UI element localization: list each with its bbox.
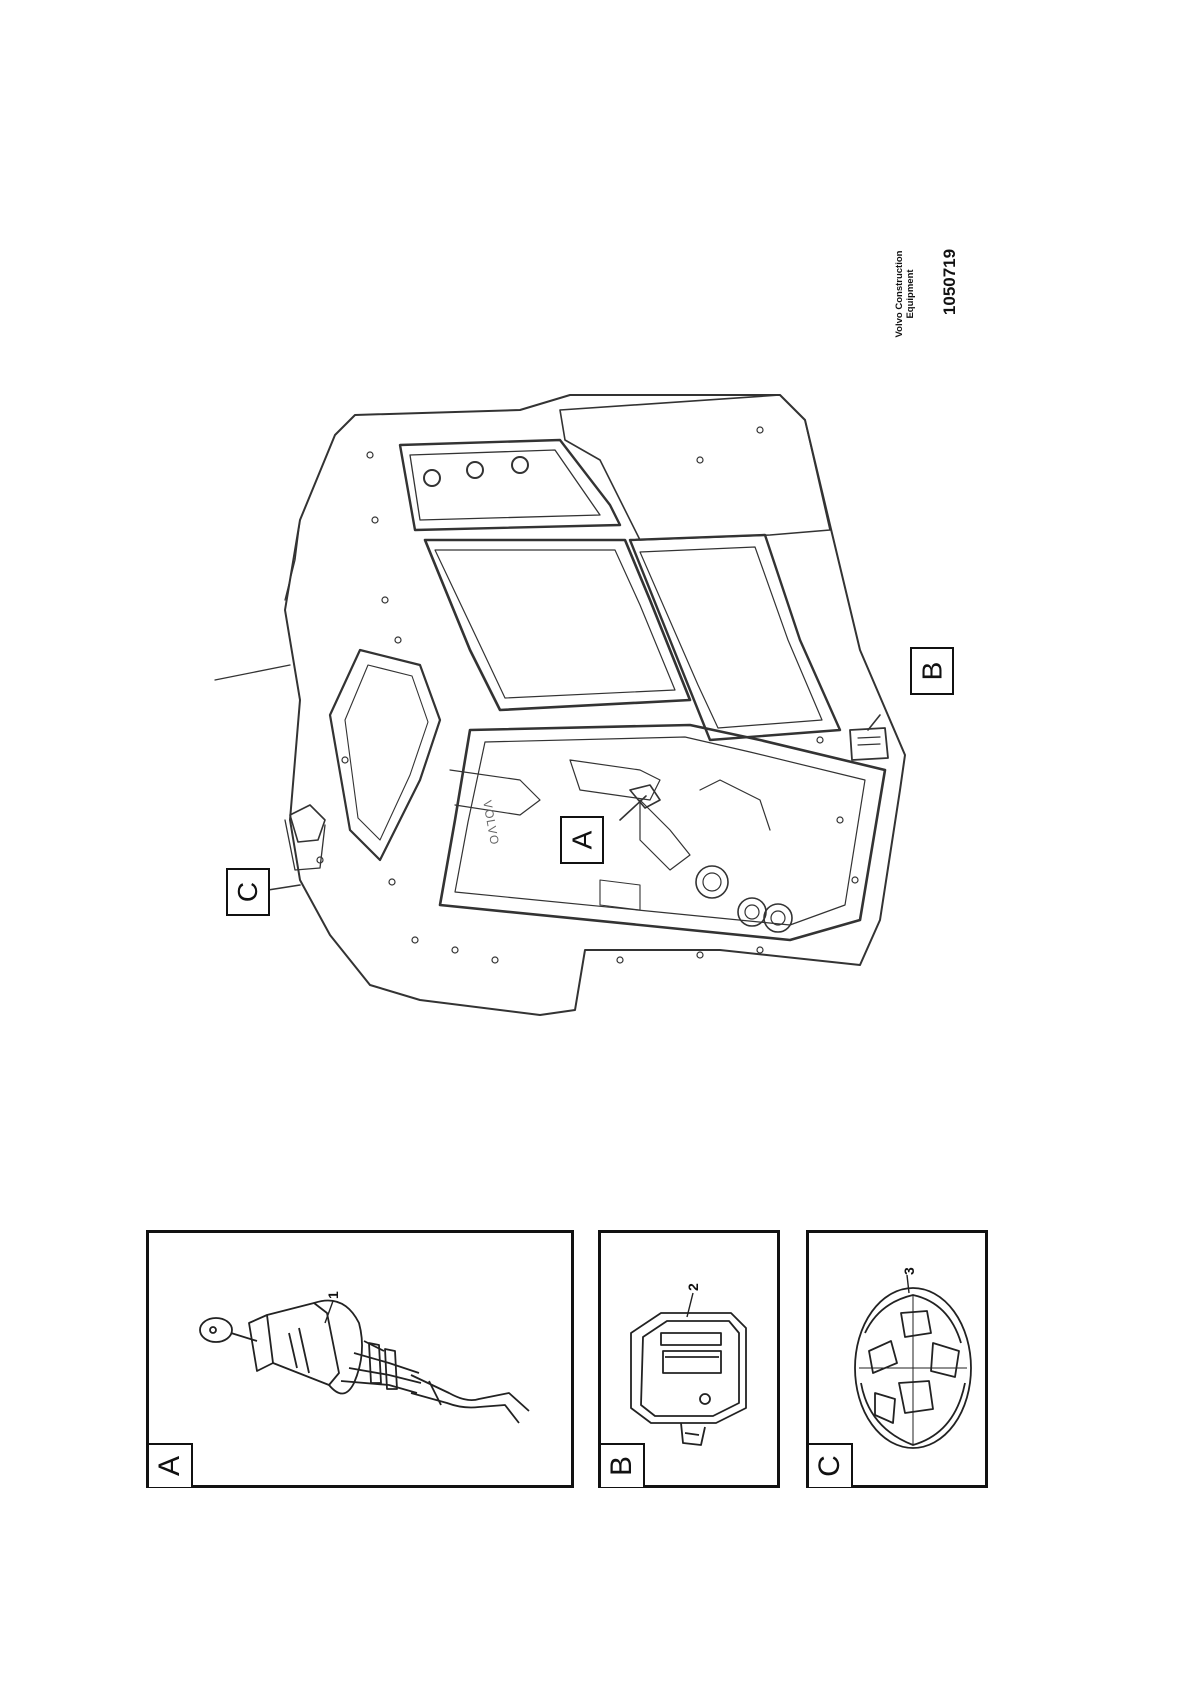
callout-a-label: A (566, 830, 597, 850)
source-credit-line-2: Equipment (905, 269, 916, 319)
callout-a: A (560, 816, 604, 864)
detail-panel-c: C 3 (806, 1230, 988, 1488)
source-number: 1050719 (940, 248, 959, 316)
detail-panel-b: B 2 (598, 1230, 780, 1488)
callout-c-label: C (231, 881, 263, 903)
callout-c: C (226, 868, 270, 916)
leader-line-b (867, 714, 881, 731)
fuel-cap-icon (854, 1274, 972, 1449)
leader-line-a (619, 795, 647, 821)
detail-panel-b-tab: B (601, 1443, 645, 1487)
source-credit: Volvo Construction Equipment (894, 229, 928, 359)
item-number-2: 2 (685, 1283, 701, 1291)
callout-b: B (910, 647, 954, 695)
detail-panel-a-tab: A (149, 1443, 193, 1487)
callout-b-label: B (916, 661, 947, 681)
detail-panel-c-tab: C (809, 1443, 853, 1487)
source-credit-line-1: Volvo Construction (894, 250, 905, 338)
item-number-1: 1 (325, 1291, 341, 1299)
ignition-switch-icon (199, 1299, 530, 1424)
door-handle-icon (630, 1292, 747, 1446)
item-number-3: 3 (901, 1267, 917, 1275)
leader-line-c (267, 884, 301, 891)
detail-panel-a: A 1 (146, 1230, 574, 1488)
